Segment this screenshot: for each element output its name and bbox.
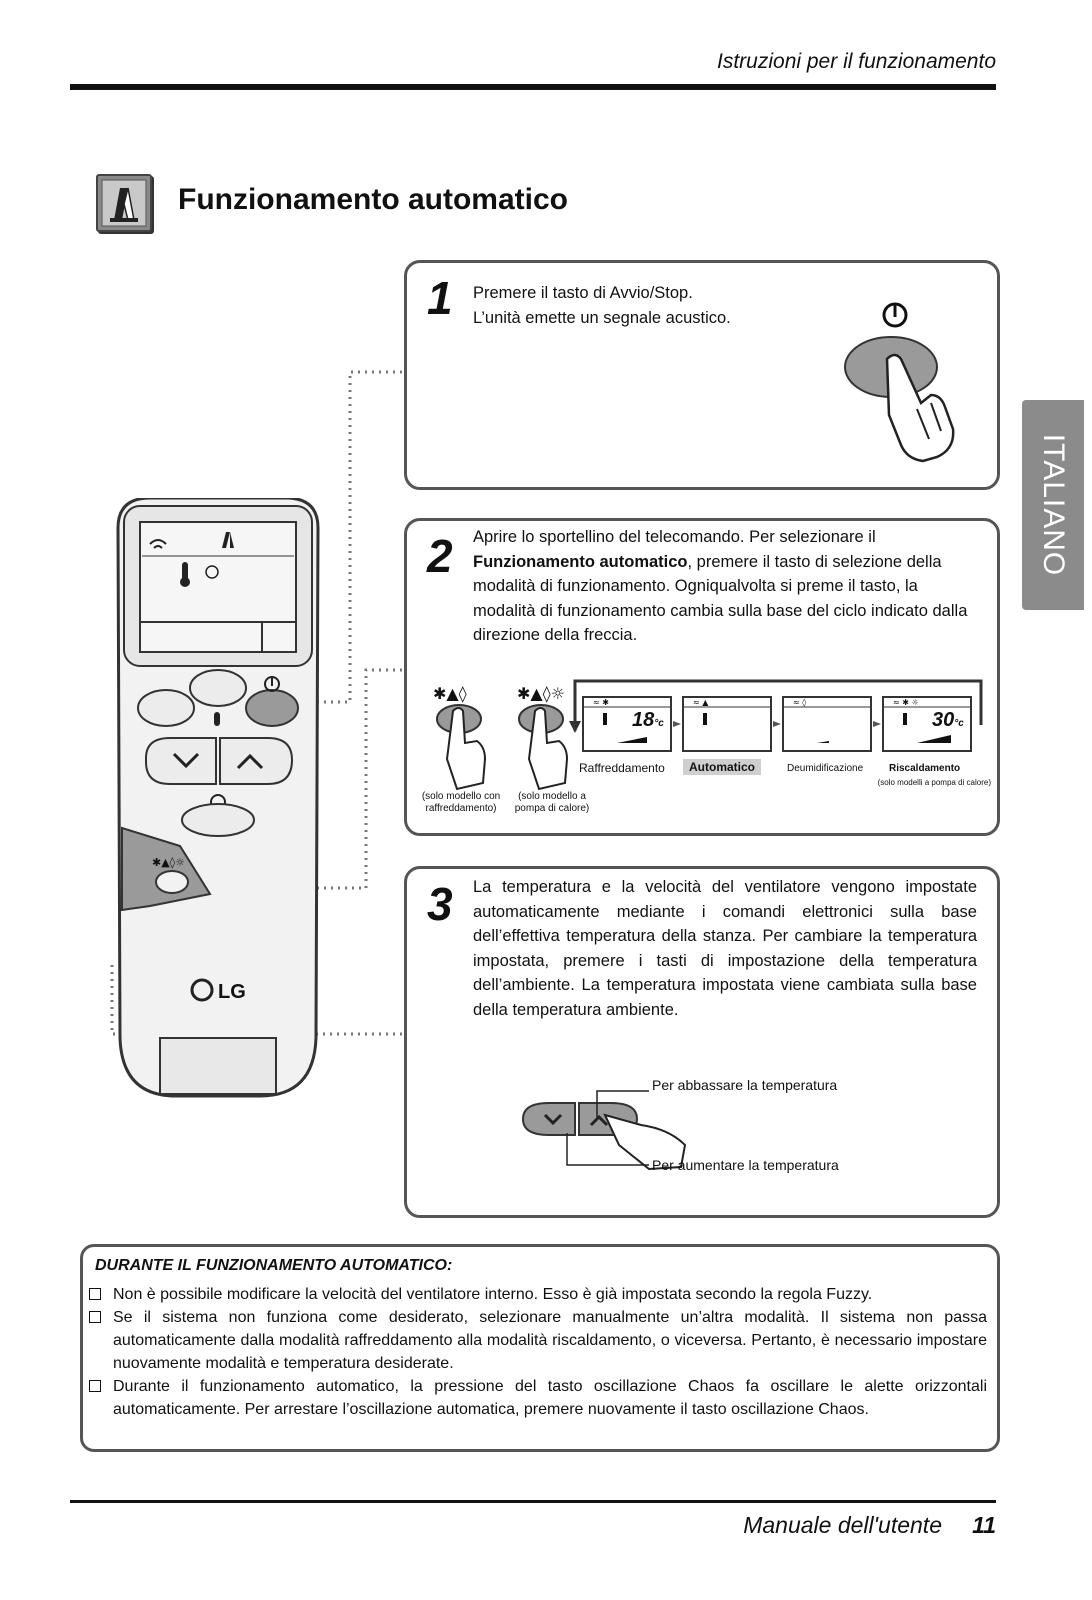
checkbox-bullet-icon: [89, 1380, 101, 1392]
svg-text:✱▲◊: ✱▲◊: [433, 684, 467, 703]
step-1-text: Premere il tasto di Avvio/Stop. L’unità …: [473, 281, 977, 330]
step-3-box: 3 La temperatura e la velocità del venti…: [404, 866, 1000, 1218]
footer-rule: [70, 1500, 996, 1503]
list-item: Se il sistema non funziona come desidera…: [89, 1306, 987, 1375]
mode-cycle-diagram: ≈ ✱ ≈ ▲ ≈ ◊ ≈ ✱ ☼: [567, 671, 987, 766]
step-2-text-post: , premere il tasto di selezione della mo…: [473, 552, 968, 645]
svg-text:≈ ✱ ☼: ≈ ✱ ☼: [893, 698, 919, 707]
step-1-box: 1 Premere il tasto di Avvio/Stop. L’unit…: [404, 260, 1000, 490]
step-1-line-1: Premere il tasto di Avvio/Stop.: [473, 284, 693, 302]
raise-temperature-label: Per aumentare la temperatura: [652, 1157, 839, 1173]
mode-buttons-illustration: ✱▲◊ ✱▲◊☼: [425, 679, 595, 804]
header-rule: [70, 84, 996, 90]
display-temp-heating: 30°c: [932, 709, 964, 731]
notes-list: Non è possibile modificare la velocità d…: [89, 1283, 987, 1421]
page-number: 11: [972, 1512, 996, 1538]
step-1-number: 1: [427, 272, 453, 324]
mode-label-cooling: Raffreddamento: [579, 761, 665, 775]
step-2-box: 2 Aprire lo sportellino del telecomando.…: [404, 518, 1000, 836]
checkbox-bullet-icon: [89, 1311, 101, 1323]
heating-note: (solo modelli a pompa di calore): [877, 778, 991, 787]
step-2-text-pre: Aprire lo sportellino del telecomando. P…: [473, 528, 876, 546]
step-2-text: Aprire lo sportellino del telecomando. P…: [473, 525, 977, 648]
temperature-buttons-illustration: [519, 1083, 699, 1178]
footer-label: Manuale dell'utente: [743, 1512, 942, 1538]
button-note-cooling: (solo modello con raffreddamento): [421, 791, 501, 814]
display-temp-cooling: 18°c: [632, 709, 664, 731]
auto-mode-icon: [96, 174, 152, 232]
remote-control: ✱▲◊☼ LG: [110, 496, 326, 1098]
step-3-text: La temperatura e la velocità del ventila…: [473, 878, 977, 1019]
language-tab: ITALIANO: [1022, 400, 1084, 610]
svg-text:✱▲◊☼: ✱▲◊☼: [517, 684, 565, 703]
svg-text:✱▲◊☼: ✱▲◊☼: [152, 856, 185, 869]
svg-text:≈ ◊: ≈ ◊: [793, 698, 806, 707]
list-item: Durante il funzionamento automatico, la …: [89, 1375, 987, 1421]
mode-label-auto: Automatico: [683, 759, 761, 775]
header-title: Istruzioni per il funzionamento: [717, 50, 996, 73]
mode-label-dehumidify: Deumidificazione: [787, 763, 864, 774]
lower-temperature-label: Per abbassare la temperatura: [652, 1077, 838, 1093]
checkbox-bullet-icon: [89, 1288, 101, 1300]
power-button-illustration: [837, 299, 967, 474]
svg-text:≈ ▲: ≈ ▲: [693, 698, 709, 707]
step-2-number: 2: [427, 530, 453, 582]
notes-box: DURANTE IL FUNZIONAMENTO AUTOMATICO: Non…: [80, 1244, 1000, 1452]
page-title: Funzionamento automatico: [178, 183, 568, 216]
power-icon: [882, 302, 908, 328]
remote-brand-logo: LG: [218, 981, 246, 1003]
svg-text:≈ ✱: ≈ ✱: [593, 698, 609, 707]
step-1-line-2: L’unità emette un segnale acustico.: [473, 308, 731, 327]
mode-label-heating: Riscaldamento: [889, 763, 961, 774]
list-item: Non è possibile modificare la velocità d…: [89, 1283, 987, 1306]
step-2-text-bold: Funzionamento automatico: [473, 552, 688, 571]
button-note-heatpump: (solo modello a pompa di calore): [514, 791, 590, 814]
step-3-number: 3: [427, 878, 453, 930]
notes-heading: DURANTE IL FUNZIONAMENTO AUTOMATICO:: [95, 1257, 453, 1274]
